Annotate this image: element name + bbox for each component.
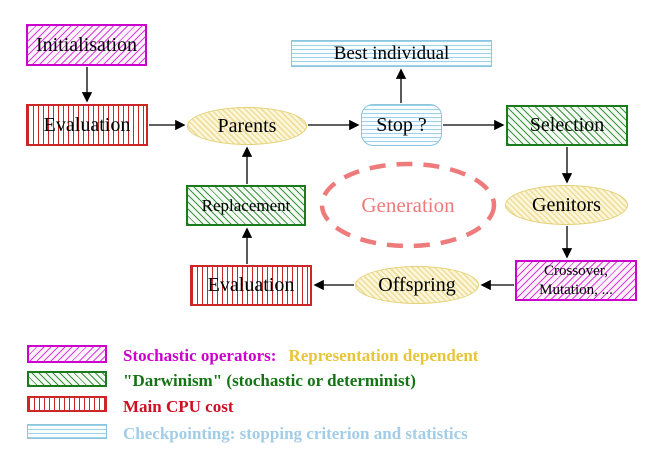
legend-swatch-checkpointing	[27, 424, 107, 439]
node-initialisation: Initialisation	[26, 24, 147, 66]
crossover-line2: Mutation, ...	[539, 281, 613, 298]
node-offspring: Offspring	[355, 266, 479, 304]
node-genitors: Genitors	[505, 185, 628, 225]
node-stop: Stop ?	[361, 104, 442, 146]
legend-label-main-cpu-cost: Main CPU cost	[123, 397, 234, 416]
node-evaluation-bottom: Evaluation	[190, 265, 312, 306]
legend-row-stochastic-operators: Stochastic operators: Representation depe…	[123, 346, 478, 366]
crossover-line1: Crossover,	[544, 262, 608, 279]
node-selection: Selection	[506, 105, 628, 146]
node-best-individual: Best individual	[291, 40, 492, 67]
legend-swatch-darwinism	[27, 371, 107, 387]
legend-label-checkpointing: Checkpointing: stopping criterion and st…	[123, 424, 468, 443]
node-crossover-mutation: Crossover, Mutation, ...	[515, 260, 637, 301]
node-evaluation-top: Evaluation	[26, 104, 148, 146]
legend-swatch-stochastic-operators	[27, 345, 107, 363]
legend-label-representation-dependent: Representation dependent	[288, 346, 479, 365]
node-replacement: Replacement	[186, 185, 306, 226]
legend-swatch-main-cpu-cost	[27, 396, 107, 412]
legend-label-darwinism: "Darwinism" (stochastic or determinist)	[123, 371, 416, 390]
node-parents: Parents	[187, 107, 307, 145]
crossover-mutation-label: Crossover, Mutation, ...	[539, 262, 613, 300]
generation-label: Generation	[361, 193, 455, 217]
legend-label-stochastic-operators: Stochastic operators:	[123, 346, 277, 365]
